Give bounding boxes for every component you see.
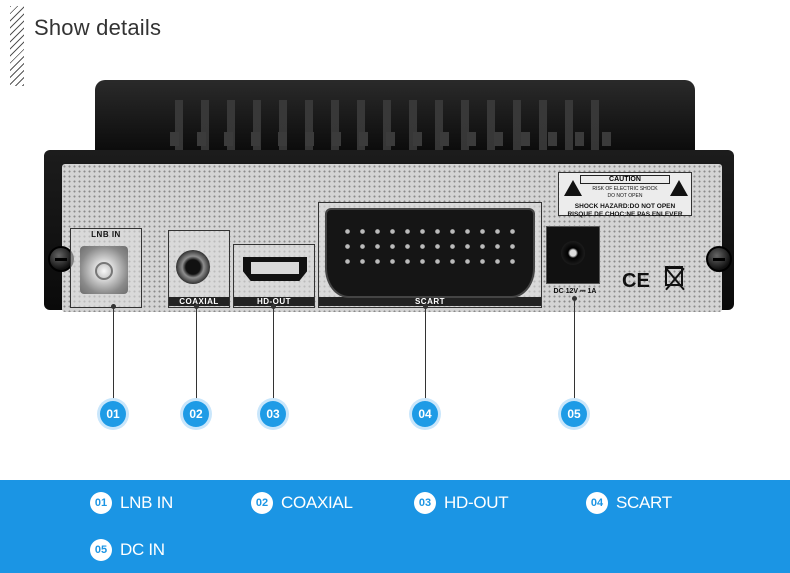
legend-label: DC IN — [120, 540, 165, 559]
lnb-label: LNB IN — [91, 230, 121, 239]
legend-label: COAXIAL — [281, 493, 353, 512]
callout-line-3 — [273, 306, 274, 400]
legend-item: 03 HD-OUT — [414, 490, 509, 516]
legend-label: HD-OUT — [444, 493, 509, 512]
legend-item: 02 COAXIAL — [251, 490, 353, 516]
caution-foot1: SHOCK HAZARD:DO NOT OPEN — [574, 203, 676, 210]
callout-badge-1: 01 — [100, 401, 126, 427]
legend-number: 04 — [586, 492, 608, 514]
page-title: Show details — [34, 15, 162, 40]
callout-badge-5: 05 — [561, 401, 587, 427]
coaxial-label: COAXIAL — [169, 297, 229, 306]
screw-right — [706, 246, 732, 272]
callout-badge-2: 02 — [183, 401, 209, 427]
callout-badge-3: 03 — [260, 401, 286, 427]
legend-number: 02 — [251, 492, 273, 514]
hdout-label: HD-OUT — [234, 297, 314, 306]
vent-slots-lower — [170, 132, 620, 146]
header: Show details — [0, 0, 790, 90]
dc-jack — [561, 241, 585, 265]
callout-line-5 — [574, 298, 575, 400]
coaxial-connector — [176, 250, 210, 284]
legend-label: LNB IN — [120, 493, 173, 512]
legend-number: 05 — [90, 539, 112, 561]
callout-badge-4: 04 — [412, 401, 438, 427]
scart-pins — [340, 224, 520, 270]
weee-bin-icon — [665, 266, 683, 286]
legend-label: SCART — [616, 493, 672, 512]
callout-line-1 — [113, 306, 114, 400]
legend-bar: 01 LNB IN 02 COAXIAL 03 HD-OUT 04 SCART … — [0, 480, 790, 573]
callout-line-2 — [196, 306, 197, 400]
caution-line1: RISK OF ELECTRIC SHOCK — [592, 186, 658, 192]
dc-label: DC 12V ⎓ 1A — [553, 288, 597, 295]
legend-item: 04 SCART — [586, 490, 672, 516]
hatch-decoration — [10, 6, 24, 86]
ce-mark: CE — [622, 270, 650, 292]
caution-line2: DO NOT OPEN — [607, 193, 643, 199]
warning-icon-right — [670, 180, 688, 196]
warning-icon-left — [564, 180, 582, 196]
callout-line-4 — [425, 306, 426, 400]
lnb-connector-core — [95, 262, 113, 280]
caution-foot2: RISQUE DE CHOC:NE PAS ENLEVER — [567, 211, 683, 218]
caution-title: CAUTION — [580, 175, 670, 184]
scart-label: SCART — [319, 297, 541, 306]
hdmi-connector-inner — [251, 262, 299, 274]
legend-item: 01 LNB IN — [90, 490, 173, 516]
legend-number: 01 — [90, 492, 112, 514]
legend-item: 05 DC IN — [90, 537, 165, 563]
legend-number: 03 — [414, 492, 436, 514]
